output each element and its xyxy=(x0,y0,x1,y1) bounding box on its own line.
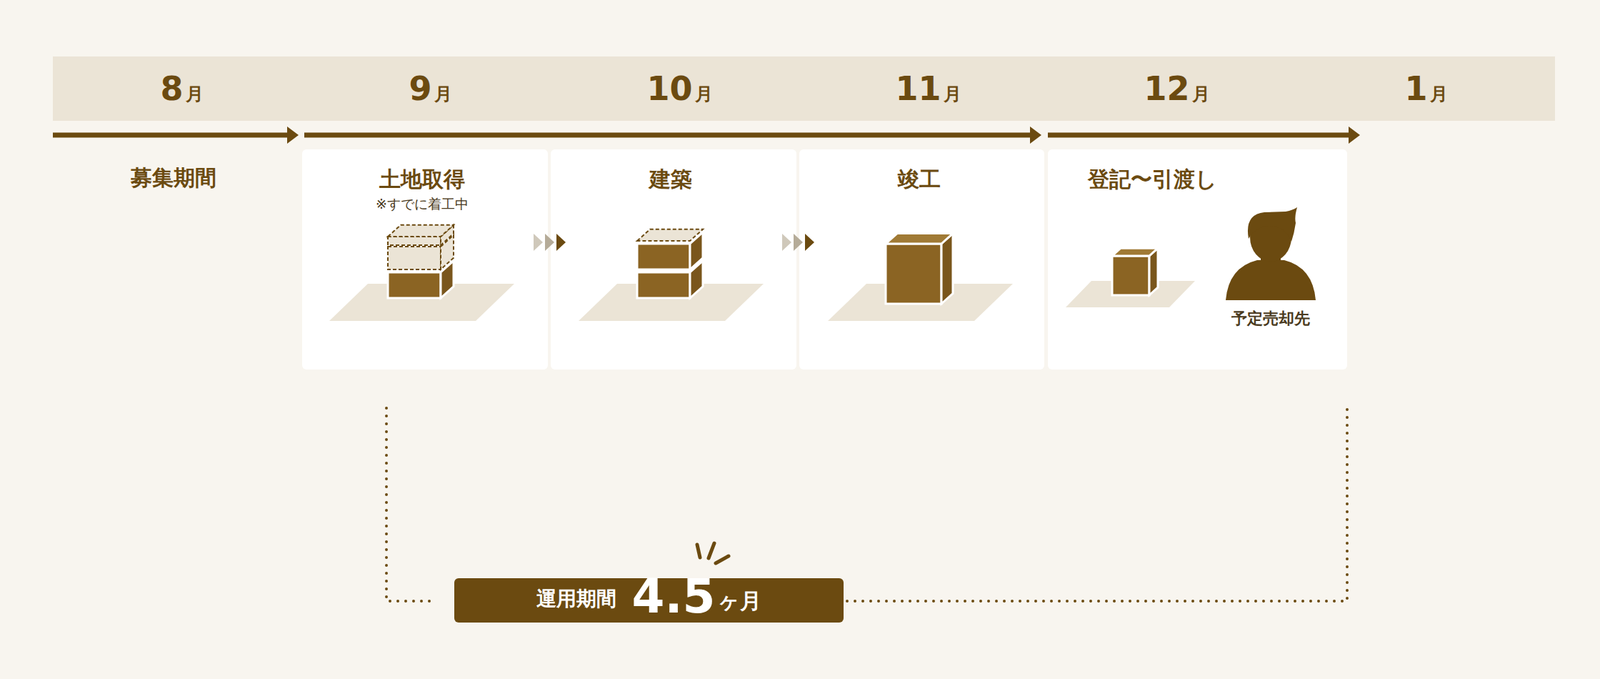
period-text: ヶ月 xyxy=(717,586,762,616)
period-badge: 運用期間4.5ヶ月 xyxy=(454,577,844,623)
phase-note: ※すでに着工中 xyxy=(302,195,543,214)
phase-title: 土地取得 xyxy=(302,165,543,195)
period-text: 4.5 xyxy=(632,572,716,620)
month-label: 11月 xyxy=(895,69,961,108)
phase-card: 登記〜引渡し予定売却先 xyxy=(1047,149,1348,370)
arrow-head xyxy=(287,126,299,144)
month-label: 12月 xyxy=(1143,69,1210,108)
step-chevrons xyxy=(782,233,815,251)
step-chevrons xyxy=(533,233,566,251)
sparkle xyxy=(697,542,729,563)
month-label: 10月 xyxy=(646,69,713,108)
phase-card: 土地取得※すでに着工中 xyxy=(302,149,548,370)
chevron xyxy=(805,233,815,251)
month-band: 8月 xyxy=(52,56,311,121)
building-icons xyxy=(329,225,1195,321)
sparkle-stroke xyxy=(715,555,729,563)
block-front xyxy=(387,272,441,298)
chevron xyxy=(545,233,555,251)
timeline-arrow xyxy=(304,132,1032,138)
person-hair xyxy=(1247,207,1298,242)
block-front xyxy=(637,243,690,270)
month-label: 1月 xyxy=(1404,69,1448,108)
month-band: 11月 xyxy=(799,56,1058,121)
card-panel xyxy=(302,149,548,370)
arrow-head xyxy=(1348,126,1360,144)
card-panel xyxy=(550,149,797,370)
timeline-arrow xyxy=(1047,132,1350,138)
sparkle-stroke xyxy=(708,542,715,558)
person-body xyxy=(1225,260,1316,300)
phase-title: 建築 xyxy=(550,165,791,195)
block-front xyxy=(387,246,441,270)
month-band: 1月 xyxy=(1297,56,1555,121)
block-side xyxy=(941,233,953,304)
month-band: 12月 xyxy=(1047,56,1306,121)
sparkle-stroke xyxy=(697,544,700,558)
month-label: 9月 xyxy=(408,69,452,108)
block-front xyxy=(1112,255,1150,295)
month-band: 9月 xyxy=(301,56,560,121)
block-front xyxy=(885,243,942,304)
dotted-bracket xyxy=(847,407,1348,601)
arrow-head xyxy=(1030,126,1042,144)
phase-title: 登記〜引渡し xyxy=(1047,165,1257,195)
month-band: 10月 xyxy=(550,56,809,121)
block-top xyxy=(1112,247,1158,256)
block-front xyxy=(637,272,690,298)
timeline-arrow xyxy=(52,132,289,138)
period-bracket xyxy=(386,407,1348,601)
chevron xyxy=(793,233,803,251)
chevron xyxy=(533,233,543,251)
chevron xyxy=(556,233,566,251)
timeline-arrows xyxy=(52,126,1360,144)
block-top xyxy=(387,225,454,237)
month-label: 8月 xyxy=(160,69,203,108)
period-text: 運用期間 xyxy=(536,585,617,613)
block-front xyxy=(387,236,441,245)
chevron xyxy=(782,233,792,251)
card-panel xyxy=(1047,149,1348,370)
card-panel xyxy=(799,149,1045,370)
phase-title: 竣工 xyxy=(799,165,1039,195)
phase-card: 竣工 xyxy=(799,149,1045,370)
phase-note: 予定売却先 xyxy=(1220,307,1321,330)
block-top xyxy=(637,229,703,241)
phase-card: 建築 xyxy=(550,149,797,370)
dotted-bracket xyxy=(386,407,430,601)
period-label: 募集期間 xyxy=(52,163,294,193)
block-top xyxy=(885,233,953,244)
buyer-icon xyxy=(1225,207,1316,300)
